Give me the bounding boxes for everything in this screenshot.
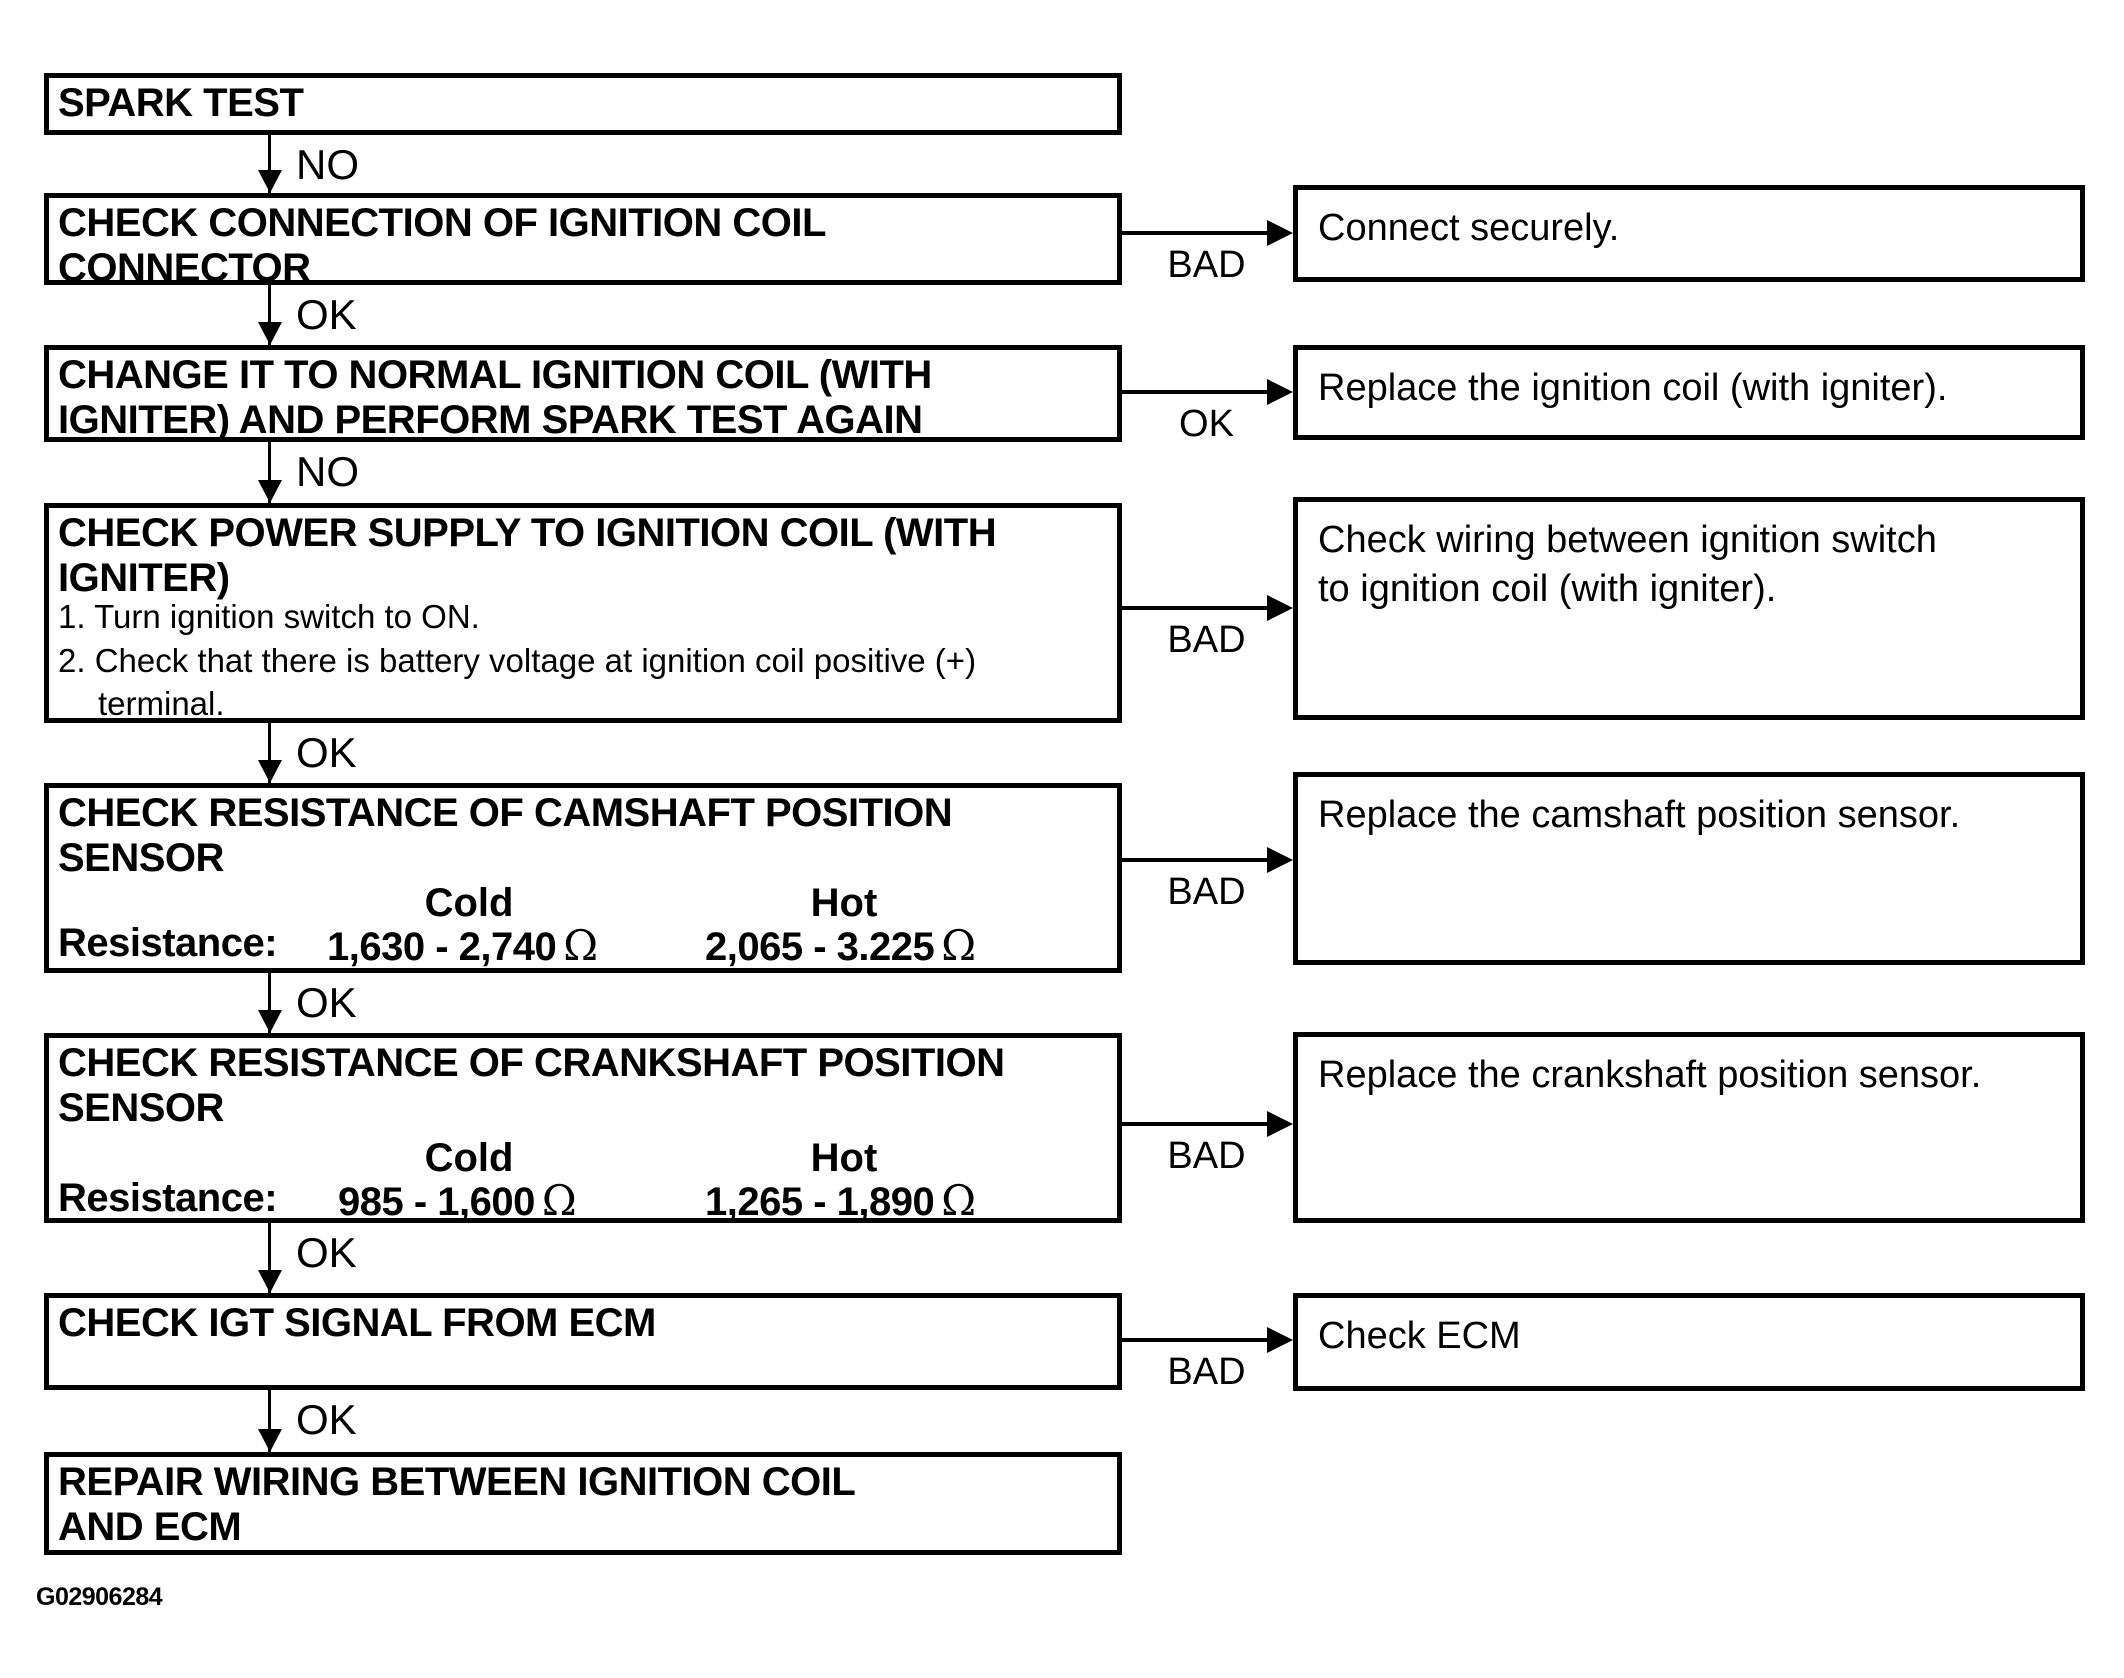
step-title-line2: IGNITER) [58, 556, 230, 600]
step-title-line2: SENSOR [58, 836, 224, 880]
result-replace-crankshaft-box: Replace the crankshaft position sensor. [1293, 1032, 2085, 1223]
step-title-line1: CHANGE IT TO NORMAL IGNITION COIL (WITH [58, 353, 932, 397]
arrow-change-to-result [1120, 390, 1267, 394]
arrow-crankshaft-to-igt [268, 1223, 271, 1293]
step-check-connection-box: CHECK CONNECTION OF IGNITION COIL CONNEC… [44, 193, 1122, 290]
arrow-label-no: NO [296, 141, 359, 188]
arrow-label-ok: OK [296, 1396, 357, 1443]
arrow-igt-to-repair [268, 1390, 271, 1452]
column-header-cold: Cold [424, 881, 514, 925]
resistance-label: Resistance: [58, 1176, 278, 1220]
omega-symbol: Ω [541, 1176, 577, 1225]
arrowhead-down-icon [258, 1270, 282, 1293]
result-connect-securely-box: Connect securely. [1293, 185, 2085, 282]
arrow-igt-to-result [1120, 1338, 1267, 1342]
omega-symbol: Ω [563, 921, 598, 970]
step-title-line1: REPAIR WIRING BETWEEN IGNITION COIL [58, 1460, 856, 1504]
arrow-label-bad: BAD [1167, 1351, 1246, 1393]
column-header-hot: Hot [810, 1136, 878, 1180]
arrowhead-right-icon [1267, 847, 1293, 873]
arrowhead-down-icon [258, 760, 282, 783]
step-check-crankshaft-box: CHECK RESISTANCE OF CRANKSHAFT POSITION … [44, 1033, 1122, 1225]
arrow-label-no: NO [296, 448, 359, 495]
result-text: Connect securely. [1318, 207, 1620, 249]
step-repair-wiring-box: REPAIR WIRING BETWEEN IGNITION COIL AND … [44, 1452, 1122, 1555]
arrow-label-ok: OK [296, 979, 357, 1026]
arrow-label-bad: BAD [1167, 619, 1246, 661]
column-header-hot: Hot [810, 881, 878, 925]
arrow-label-ok: OK [296, 1229, 357, 1276]
arrow-label-ok: OK [1179, 403, 1234, 445]
step-title-line2: IGNITER) AND PERFORM SPARK TEST AGAIN [58, 398, 923, 442]
arrowhead-right-icon [1267, 595, 1293, 621]
arrowhead-down-icon [258, 480, 282, 503]
value-text: 985 - 1,600 [338, 1180, 535, 1224]
arrow-change-to-power [268, 442, 271, 503]
step-instruction-2-line1: 2. Check that there is battery voltage a… [58, 642, 977, 679]
step-check-power-box: CHECK POWER SUPPLY TO IGNITION COIL (WIT… [44, 503, 1122, 723]
arrow-connection-to-result [1120, 231, 1267, 235]
result-text: Replace the camshaft position sensor. [1318, 794, 1961, 836]
step-title-line2: SENSOR [58, 1086, 224, 1130]
arrowhead-right-icon [1267, 379, 1293, 405]
result-text: Replace the crankshaft position sensor. [1318, 1054, 1982, 1096]
step-spark-test-box: SPARK TEST [44, 73, 1122, 135]
result-text: Check ECM [1318, 1315, 1521, 1357]
arrow-camshaft-to-crankshaft [268, 973, 271, 1033]
value-text: 2,065 - 3.225 [705, 925, 935, 969]
step-change-coil-box: CHANGE IT TO NORMAL IGNITION COIL (WITH … [44, 345, 1122, 442]
arrowhead-right-icon [1267, 1111, 1293, 1137]
arrow-spark-to-connection [268, 135, 271, 193]
arrow-label-bad: BAD [1167, 871, 1246, 913]
step-title-line1: CHECK POWER SUPPLY TO IGNITION COIL (WIT… [58, 511, 997, 555]
step-title-line1: CHECK CONNECTION OF IGNITION COIL [58, 201, 826, 245]
step-instruction-1: 1. Turn ignition switch to ON. [58, 598, 480, 635]
result-text-line1: Check wiring between ignition switch [1318, 519, 1937, 561]
column-header-cold: Cold [424, 1136, 514, 1180]
arrow-crankshaft-to-result [1120, 1122, 1267, 1126]
result-check-ecm-box: Check ECM [1293, 1293, 2085, 1391]
step-instruction-2-line2: terminal. [98, 685, 225, 722]
arrow-camshaft-to-result [1120, 858, 1267, 862]
arrow-label-ok: OK [296, 291, 357, 338]
arrow-label-ok: OK [296, 729, 357, 776]
result-replace-camshaft-box: Replace the camshaft position sensor. [1293, 772, 2085, 965]
arrow-label-bad: BAD [1167, 244, 1246, 286]
step-title-line2: CONNECTOR [58, 246, 311, 290]
step-title: CHECK IGT SIGNAL FROM ECM [58, 1301, 656, 1345]
step-title-line1: CHECK RESISTANCE OF CRANKSHAFT POSITION [58, 1041, 1005, 1085]
arrowhead-down-icon [258, 322, 282, 345]
step-title-line1: CHECK RESISTANCE OF CAMSHAFT POSITION [58, 791, 953, 835]
step-title: SPARK TEST [58, 81, 304, 125]
arrowhead-right-icon [1267, 220, 1293, 246]
arrow-connection-to-change [268, 285, 271, 345]
result-replace-coil-box: Replace the ignition coil (with igniter)… [1293, 345, 2085, 440]
figure-id: G02906284 [36, 1583, 163, 1611]
arrow-power-to-result [1120, 606, 1267, 610]
result-text: Replace the ignition coil (with igniter)… [1318, 367, 1948, 409]
omega-symbol: Ω [941, 1176, 976, 1225]
arrowhead-down-icon [258, 1429, 282, 1452]
arrow-power-to-camshaft [268, 723, 271, 783]
step-check-igt-box: CHECK IGT SIGNAL FROM ECM [44, 1293, 1122, 1390]
result-check-wiring-box: Check wiring between ignition switch to … [1293, 497, 2085, 720]
omega-symbol: Ω [941, 921, 976, 970]
step-check-camshaft-box: CHECK RESISTANCE OF CAMSHAFT POSITION SE… [44, 783, 1122, 973]
value-text: 1,265 - 1,890 [705, 1180, 935, 1224]
resistance-label: Resistance: [58, 921, 278, 965]
step-title-line2: AND ECM [58, 1505, 242, 1549]
arrow-label-bad: BAD [1167, 1135, 1246, 1177]
result-text-line2: to ignition coil (with igniter). [1318, 568, 1777, 610]
value-text: 1,630 - 2,740 [327, 925, 557, 969]
arrowhead-right-icon [1267, 1327, 1293, 1353]
arrowhead-down-icon [258, 170, 282, 193]
arrowhead-down-icon [258, 1010, 282, 1033]
